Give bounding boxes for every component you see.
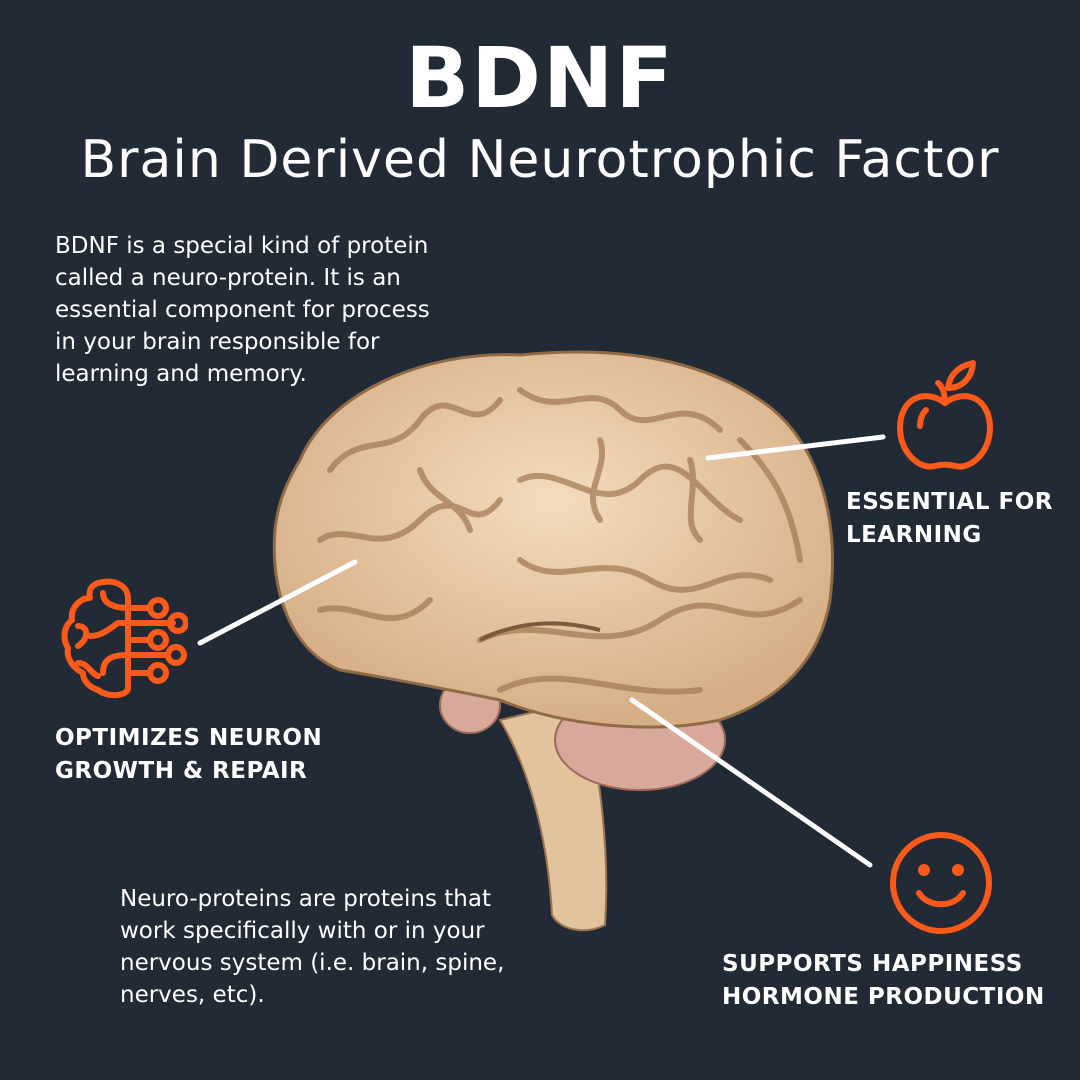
cerebrum bbox=[272, 350, 834, 729]
brain-circuit-icon bbox=[61, 578, 188, 698]
note-text: Neuro-proteins are proteins that work sp… bbox=[120, 886, 505, 1008]
intro-text: BDNF is a special kind of protein called… bbox=[55, 233, 430, 387]
callout-happiness: SUPPORTS HAPPINESS HORMONE PRODUCTION bbox=[722, 948, 1045, 1014]
callout-neuron-line2: GROWTH & REPAIR bbox=[55, 758, 308, 784]
apple-icon bbox=[897, 360, 993, 470]
pointer-line-neuron bbox=[197, 559, 358, 646]
callout-learning-line2: LEARNING bbox=[846, 522, 982, 548]
callout-neuron: OPTIMIZES NEURON GROWTH & REPAIR bbox=[55, 722, 322, 788]
smiley-icon bbox=[890, 832, 992, 934]
callout-neuron-line1: OPTIMIZES NEURON bbox=[55, 725, 323, 751]
pointer-line-happiness bbox=[629, 697, 873, 868]
pointer-line-learning bbox=[705, 434, 886, 461]
callout-learning-line1: ESSENTIAL FOR bbox=[846, 489, 1053, 515]
callout-happiness-line2: HORMONE PRODUCTION bbox=[722, 984, 1045, 1010]
callout-happiness-line1: SUPPORTS HAPPINESS bbox=[722, 951, 1023, 977]
subtitle: Brain Derived Neurotrophic Factor bbox=[80, 130, 1000, 190]
title: BDNF bbox=[405, 29, 675, 127]
callout-learning: ESSENTIAL FOR LEARNING bbox=[846, 486, 1053, 552]
